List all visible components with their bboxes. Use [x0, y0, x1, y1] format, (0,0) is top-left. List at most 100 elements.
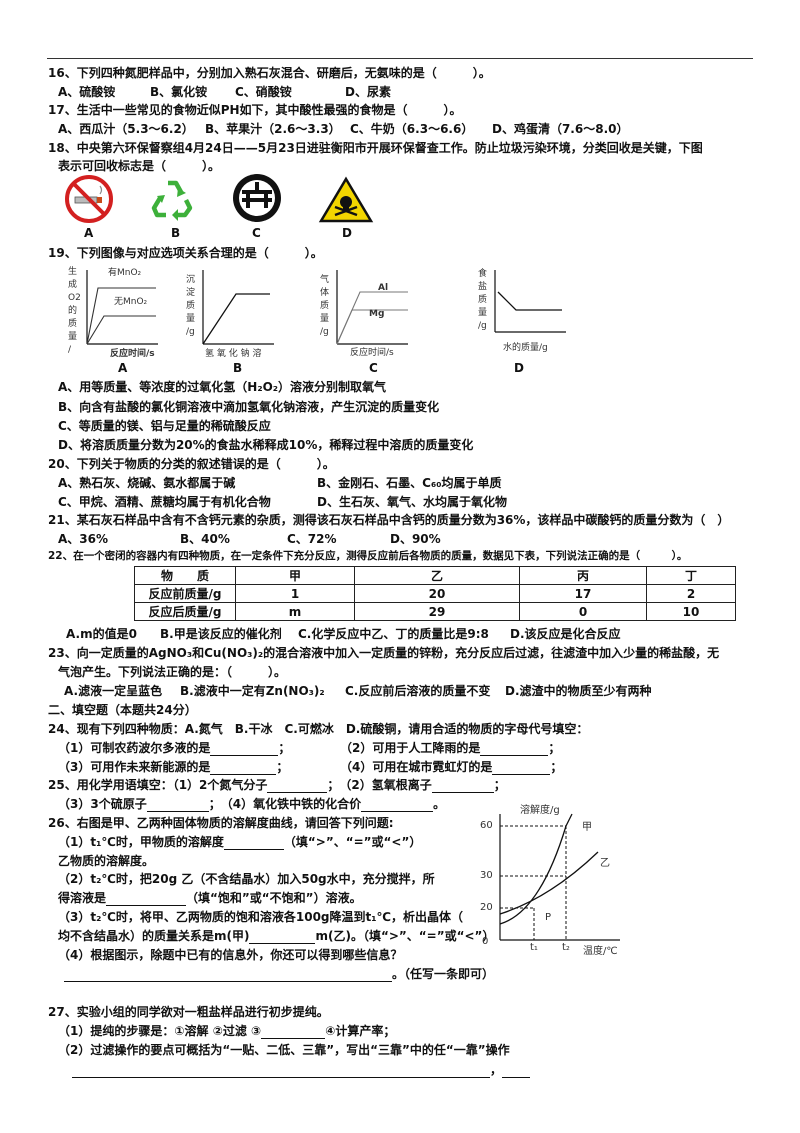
- q24-item-1: （1）可制农药波尔多液的是；: [58, 741, 291, 756]
- q20-stem: 20、下列关于物质的分类的叙述错误的是（ ）。: [48, 457, 335, 471]
- q23-option-c: C.反应前后溶液的质量不变: [345, 684, 491, 698]
- q26-part3-line2: 均不含结晶水）的质量关系是m(甲)m(乙)。（填“>”、“=”或“<”）: [58, 929, 495, 944]
- q21-option-d: D、90%: [390, 532, 441, 546]
- table-header-cell: 乙: [354, 566, 520, 585]
- no-smoking-icon: [65, 175, 113, 223]
- chart-series-jia-label: 甲: [582, 822, 592, 833]
- q19-option-d: D、将溶质质量分数为20%的食盐水稀释成10%，稀释过程中溶质的质量变化: [58, 438, 474, 452]
- q17-option-b: B、苹果汁（2.6～3.3）: [205, 122, 341, 136]
- table-row: 反应前质量/g 1 20 17 2: [134, 584, 736, 603]
- q19-stem: 19、下列图像与对应选项关系合理的是（ ）。: [48, 246, 323, 260]
- chart-y-tick: 60: [480, 820, 493, 831]
- q26-part3-line1: （3）t₂℃时，将甲、乙两物质的饱和溶液各100g降温到t₁℃，析出晶体（: [58, 910, 464, 924]
- q26-part2-line1: （2）t₂℃时，把20g 乙（不含结晶水）加入50g水中，充分搅拌，所: [58, 872, 435, 886]
- section-heading: 二、填空题（本题共24分）: [48, 703, 197, 717]
- q27-part2-answer: ，: [72, 1061, 531, 1078]
- graph-label-d: D: [514, 361, 524, 375]
- q23-option-a: A.滤液一定呈蓝色: [64, 684, 163, 698]
- solubility-chart: [499, 813, 620, 941]
- q16-option-c: C、硝酸铵: [235, 85, 292, 99]
- table-cell: m: [235, 602, 355, 621]
- graph-d-xlabel: 水的质量/g: [503, 343, 548, 353]
- q18-icon-label-a: A: [84, 226, 94, 240]
- chart-x-title: 温度/℃: [583, 946, 618, 957]
- graph-c-line2: Mg: [369, 309, 385, 319]
- chart-point-p-label: P: [545, 912, 552, 923]
- table-header-cell: 丁: [646, 566, 736, 585]
- q19-option-b: B、向含有盐酸的氯化铜溶液中滴加氢氧化钠溶液，产生沉淀的质量变化: [58, 400, 440, 414]
- table-cell: 10: [646, 602, 736, 621]
- q20-option-d: D、生石灰、氧气、水均属于氧化物: [317, 495, 507, 509]
- q26-part1-line2: 乙物质的溶解度。: [58, 854, 155, 868]
- q22-option-d: D.该反应是化合反应: [510, 627, 621, 641]
- table-cell: 0: [519, 602, 647, 621]
- q17-option-c: C、牛奶（6.3～6.6）: [350, 122, 474, 136]
- q16-stem: 16、下列四种氮肥样品中，分别加入熟石灰混合、研磨后，无氨味的是（ ）。: [48, 66, 491, 80]
- series-yi-line: [499, 851, 599, 915]
- q20-option-c: C、甲烷、酒精、蔗糖均属于有机化合物: [58, 495, 271, 509]
- q18-stem-line2: 表示可回收标志是（ ）。: [58, 159, 221, 173]
- q18-stem-line1: 18、中央第六环保督察组4月24日——5月23日进驻衡阳市开展环保督查工作。防止…: [48, 141, 703, 155]
- q21-option-b: B、40%: [180, 532, 230, 546]
- table-cell: 反应前质量/g: [134, 584, 236, 603]
- q22-option-a: A.m的值是0: [66, 627, 137, 641]
- q24-item-2: （2）可用于人工降雨的是；: [340, 741, 561, 756]
- chart-y-title: 溶解度/g: [520, 805, 560, 816]
- recycle-icon: [151, 180, 193, 221]
- graph-a-line1: 有MnO₂: [108, 268, 142, 278]
- table-cell: 20: [354, 584, 520, 603]
- table-row: 反应后质量/g m 29 0 10: [134, 602, 736, 621]
- q16-option-a: A、硫酸铵: [58, 85, 116, 99]
- q26-part4-line1: （4）根据图示，除题中已有的信息外，你还可以得到哪些信息？: [58, 948, 403, 962]
- q16-option-b: B、氯化铵: [150, 85, 208, 99]
- table-header-cell: 丙: [519, 566, 647, 585]
- water-saving-icon: [233, 174, 281, 222]
- graph-a-line2: 无MnO₂: [114, 297, 148, 307]
- q23-stem-line2: 气泡产生。下列说法正确的是：（ ）。: [58, 665, 287, 679]
- q21-option-c: C、72%: [287, 532, 337, 546]
- graph-b-ylabel: 沉淀质量/g: [186, 275, 196, 337]
- graph-d: [494, 270, 566, 333]
- q23-option-d: D.滤渣中的物质至少有两种: [505, 684, 652, 698]
- q16-option-d: D、尿素: [345, 85, 391, 99]
- graph-a-xlabel: 反应时间/s: [110, 349, 155, 359]
- table-cell: 反应后质量/g: [134, 602, 236, 621]
- q22-option-c: C.化学反应中乙、丁的质量比是9:8: [298, 627, 489, 641]
- chart-x-tick: t₁: [530, 942, 538, 953]
- q24-stem: 24、现有下列四种物质：A.氮气 B.干冰 C.可燃冰 D.硫酸铜，请用合适的物…: [48, 722, 589, 736]
- table-cell: 29: [354, 602, 520, 621]
- q26-part1-line1: （1）t₁℃时，甲物质的溶解度（填“>”、“=”或“<”）: [58, 835, 422, 850]
- q24-item-4: （4）可用在城市霓虹灯的是；: [340, 760, 563, 775]
- q26-stem: 26、右图是甲、乙两种固体物质的溶解度曲线，请回答下列问题:: [48, 816, 394, 830]
- series-jia-line: [499, 813, 573, 925]
- q20-option-a: A、熟石灰、烧碱、氨水都属于碱: [58, 476, 236, 490]
- q22-stem: 22、在一个密闭的容器内有四种物质，在一定条件下充分反应，测得反应前后各物质的质…: [48, 550, 688, 562]
- table-header-cell: 甲: [235, 566, 355, 585]
- q25-line2: （3）3个硫原子； （4）氧化铁中铁的化合价。: [58, 797, 446, 812]
- q24-item-3: （3）可用作未来新能源的是；: [58, 760, 289, 775]
- table-header-cell: 物 质: [134, 566, 236, 585]
- q22-option-b: B.甲是该反应的催化剂: [160, 627, 282, 641]
- graph-c-xlabel: 反应时间/s: [350, 348, 394, 358]
- chart-series-yi-label: 乙: [600, 858, 610, 869]
- graph-c-line1: Al: [378, 283, 389, 293]
- table-cell: 17: [519, 584, 647, 603]
- graph-a: [86, 270, 158, 345]
- graph-c-ylabel: 气体质量/g: [320, 275, 330, 337]
- q22-table: 物 质 甲 乙 丙 丁 反应前质量/g 1 20 17 2 反应后质量/g m …: [134, 566, 736, 621]
- chart-y-tick: 0: [482, 936, 489, 947]
- top-rule: [47, 58, 753, 59]
- graph-label-b: B: [233, 361, 243, 375]
- q18-icon-label-d: D: [342, 226, 352, 240]
- q23-option-b: B.滤液中一定有Zn(NO₃)₂: [180, 684, 325, 698]
- q26-part2-line2: 得溶液是（填“饱和”或“不饱和”）溶液。: [58, 891, 362, 906]
- graph-d-ylabel: 食盐质量/g: [478, 269, 488, 331]
- q21-stem: 21、某石灰石样品中含有不含钙元素的杂质，测得该石灰石样品中含钙的质量分数为36…: [48, 513, 730, 527]
- q21-option-a: A、36%: [58, 532, 109, 546]
- q26-part4-line2: 。（任写一条即可）: [64, 965, 494, 982]
- chart-x-tick: t₂: [562, 942, 570, 953]
- chart-y-tick: 30: [480, 870, 493, 881]
- table-header-row: 物 质 甲 乙 丙 丁: [134, 566, 736, 585]
